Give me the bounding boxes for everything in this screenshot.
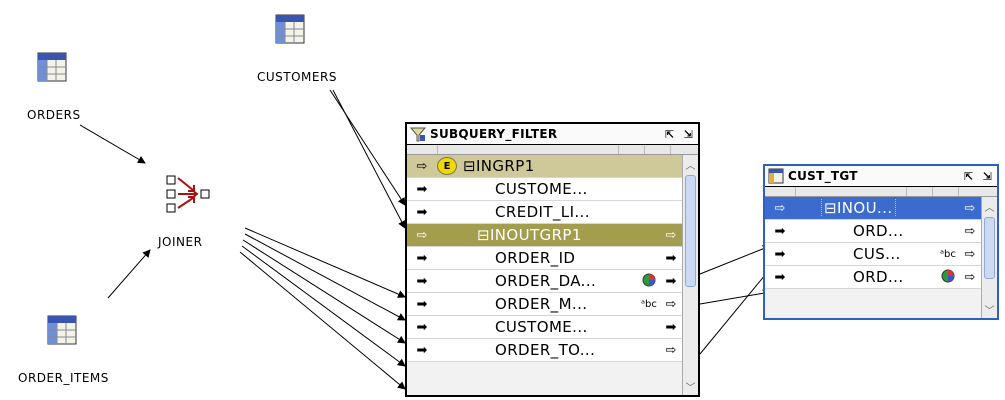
attribute-row[interactable]: ➡ CUS... ᵃbc ⇨: [765, 243, 981, 266]
attribute-row[interactable]: ➡ ORD... ⇨: [765, 266, 981, 289]
table-icon: [768, 168, 784, 184]
order-items-table-icon[interactable]: [47, 315, 77, 345]
scroll-down-icon[interactable]: ﹀: [984, 306, 995, 317]
subquery-filter-rows: ⇨ E ⊟INGRP1 ➡ CUSTOME... ➡ CREDIT_LI... …: [407, 155, 682, 362]
in-arrow-icon: ➡: [416, 342, 428, 358]
attribute-name: ORDER_M...: [495, 295, 588, 313]
scroll-down-icon[interactable]: ﹀: [685, 383, 696, 394]
column-header: [765, 187, 997, 197]
datetime-icon: [937, 269, 959, 286]
group-row-ingrp1[interactable]: ⇨ E ⊟INGRP1: [407, 155, 682, 178]
out-arrow-icon: ⇨: [964, 200, 976, 216]
attribute-name: ORD...: [853, 222, 904, 240]
order-items-label: ORDER_ITEMS: [18, 371, 109, 385]
in-arrow-icon: ➡: [665, 250, 677, 266]
joiner-label: JOINER: [158, 235, 203, 249]
attribute-row[interactable]: ➡ CUSTOME...: [407, 178, 682, 201]
maximize-icon[interactable]: ⇱: [665, 127, 675, 141]
attribute-name: ORDER_DA...: [495, 272, 597, 290]
filter-icon: [410, 127, 426, 142]
vertical-scrollbar[interactable]: ︿ ﹀: [981, 197, 997, 318]
exists-badge: E: [437, 157, 457, 175]
subquery-filter-operator[interactable]: SUBQUERY_FILTER ⇱ ⇲ ⇨ E ⊟INGRP1 ➡ CUSTOM…: [405, 122, 700, 397]
out-arrow-icon: ⇨: [665, 227, 677, 243]
out-arrow-icon: ⇨: [665, 342, 677, 358]
scroll-up-icon[interactable]: ︿: [685, 161, 696, 172]
cust-tgt-rows: ⇨ ⊟INOU... ⇨ ➡ ORD... ⇨ ➡ CUS... ᵃbc ⇨ ➡…: [765, 197, 981, 289]
orders-label: ORDERS: [27, 108, 81, 122]
in-arrow-icon: ➡: [416, 204, 428, 220]
group-name: ⊟INGRP1: [463, 157, 535, 175]
column-header: [407, 145, 698, 155]
attribute-name: ORDER_ID: [495, 249, 576, 267]
in-arrow-icon: ➡: [416, 273, 428, 289]
attribute-row[interactable]: ➡ ORDER_DA... ➡: [407, 270, 682, 293]
attribute-row[interactable]: ➡ CREDIT_LI...: [407, 201, 682, 224]
joiner-icon[interactable]: [163, 172, 213, 216]
maximize-icon[interactable]: ⇱: [964, 169, 974, 183]
minimize-icon[interactable]: ⇲: [982, 169, 992, 183]
group-row-inout[interactable]: ⇨ ⊟INOU... ⇨: [765, 197, 981, 220]
attribute-row[interactable]: ➡ ORD... ⇨: [765, 220, 981, 243]
string-type-icon: ᵃbc: [641, 298, 657, 310]
in-arrow-icon: ➡: [665, 273, 677, 289]
out-arrow-icon: ⇨: [665, 296, 677, 312]
cust-tgt-operator[interactable]: CUST_TGT ⇱ ⇲ ⇨ ⊟INOU... ⇨ ➡ ORD... ⇨ ➡ C…: [763, 164, 999, 320]
attribute-name: CUSTOME...: [495, 180, 588, 198]
in-arrow-icon: ➡: [416, 250, 428, 266]
attribute-row[interactable]: ➡ ORDER_ID ➡: [407, 247, 682, 270]
attribute-row[interactable]: ➡ ORDER_M... ᵃbc ⇨: [407, 293, 682, 316]
cust-tgt-title: CUST_TGT: [788, 169, 858, 183]
scroll-thumb[interactable]: [984, 217, 995, 279]
attribute-name: ORD...: [853, 268, 904, 286]
in-arrow-icon: ➡: [416, 181, 428, 197]
attribute-name: CUS...: [853, 245, 901, 263]
in-arrow-icon: ➡: [774, 246, 786, 262]
in-arrow-icon: ➡: [774, 269, 786, 285]
minimize-icon[interactable]: ⇲: [683, 127, 693, 141]
in-arrow-icon: ➡: [665, 319, 677, 335]
subquery-filter-titlebar[interactable]: SUBQUERY_FILTER ⇱ ⇲: [407, 124, 698, 145]
out-arrow-icon: ⇨: [964, 269, 976, 285]
orders-table-icon[interactable]: [37, 52, 67, 82]
cust-tgt-titlebar[interactable]: CUST_TGT ⇱ ⇲: [765, 166, 997, 187]
out-arrow-icon: ⇨: [964, 223, 976, 239]
datetime-icon: [638, 273, 660, 290]
string-type-icon: ᵃbc: [940, 248, 956, 260]
group-name: ⊟INOU...: [821, 199, 896, 217]
vertical-scrollbar[interactable]: ︿ ﹀: [682, 155, 698, 395]
attribute-row[interactable]: ➡ CUSTOME... ➡: [407, 316, 682, 339]
group-row-inoutgrp1[interactable]: ⇨ ⊟INOUTGRP1 ⇨: [407, 224, 682, 247]
scroll-up-icon[interactable]: ︿: [984, 203, 995, 214]
out-arrow-icon: ⇨: [416, 158, 428, 174]
group-name: ⊟INOUTGRP1: [477, 226, 582, 244]
attribute-name: ORDER_TO...: [495, 341, 596, 359]
out-arrow-icon: ⇨: [416, 227, 428, 243]
in-arrow-icon: ➡: [416, 319, 428, 335]
attribute-name: CREDIT_LI...: [495, 203, 590, 221]
in-arrow-icon: ➡: [416, 296, 428, 312]
scroll-thumb[interactable]: [685, 175, 696, 287]
out-arrow-icon: ⇨: [774, 200, 786, 216]
subquery-filter-title: SUBQUERY_FILTER: [430, 127, 558, 141]
customers-label: CUSTOMERS: [257, 70, 337, 84]
customers-table-icon[interactable]: [275, 14, 305, 44]
attribute-row[interactable]: ➡ ORDER_TO... ⇨: [407, 339, 682, 362]
attribute-name: CUSTOME...: [495, 318, 588, 336]
out-arrow-icon: ⇨: [964, 246, 976, 262]
in-arrow-icon: ➡: [774, 223, 786, 239]
